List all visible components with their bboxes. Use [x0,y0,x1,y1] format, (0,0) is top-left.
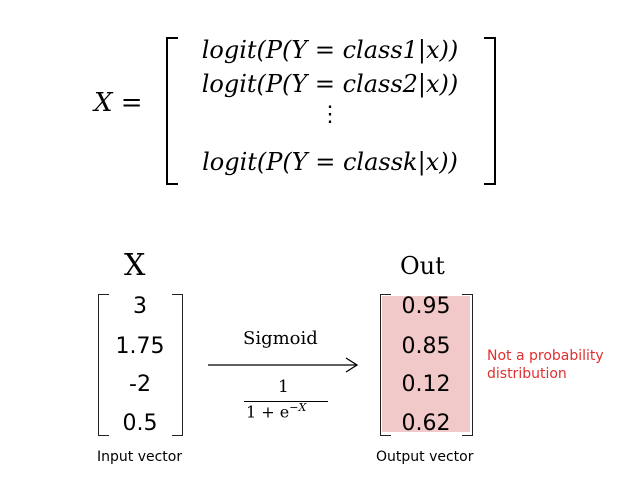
output-vector-label: Out [400,252,445,280]
equation-right-bracket [484,37,496,185]
output-value: 0.95 [401,294,451,319]
input-value: -2 [129,372,151,397]
output-value: 0.12 [401,372,451,397]
output-vector-highlight [382,296,470,432]
equation-lhs: X = [94,88,143,118]
equation-left-bracket [166,37,178,185]
equation-row-class2: logit(P(Y = class2|x)) [201,70,459,98]
output-value: 0.62 [401,411,451,436]
input-vector-left-bracket [98,294,109,436]
formula-denominator-base: 1 + e [246,402,290,422]
probability-note: Not a probability distribution [487,348,604,382]
formula-fraction-bar [244,401,328,402]
arrow-right-icon [208,357,359,373]
equation-row-classk: logit(P(Y = classk|x)) [202,148,458,176]
equation-vertical-ellipsis: ⋮ [319,102,341,127]
formula-denominator: 1 + e−X [246,401,306,421]
formula-numerator: 1 [278,377,289,397]
input-value: 1.75 [115,334,165,359]
input-value: 0.5 [122,411,158,436]
sigmoid-label: Sigmoid [243,328,318,349]
input-vector-right-bracket [172,294,183,436]
input-vector-label: X [124,248,146,283]
output-vector-right-bracket [462,294,473,436]
output-value: 0.85 [401,334,451,359]
input-value: 3 [133,294,147,319]
output-vector-left-bracket [380,294,391,436]
output-vector-caption: Output vector [376,449,474,465]
input-vector-caption: Input vector [97,449,183,465]
equation-row-class1: logit(P(Y = class1|x)) [201,36,459,64]
formula-exponent: −X [289,401,307,414]
